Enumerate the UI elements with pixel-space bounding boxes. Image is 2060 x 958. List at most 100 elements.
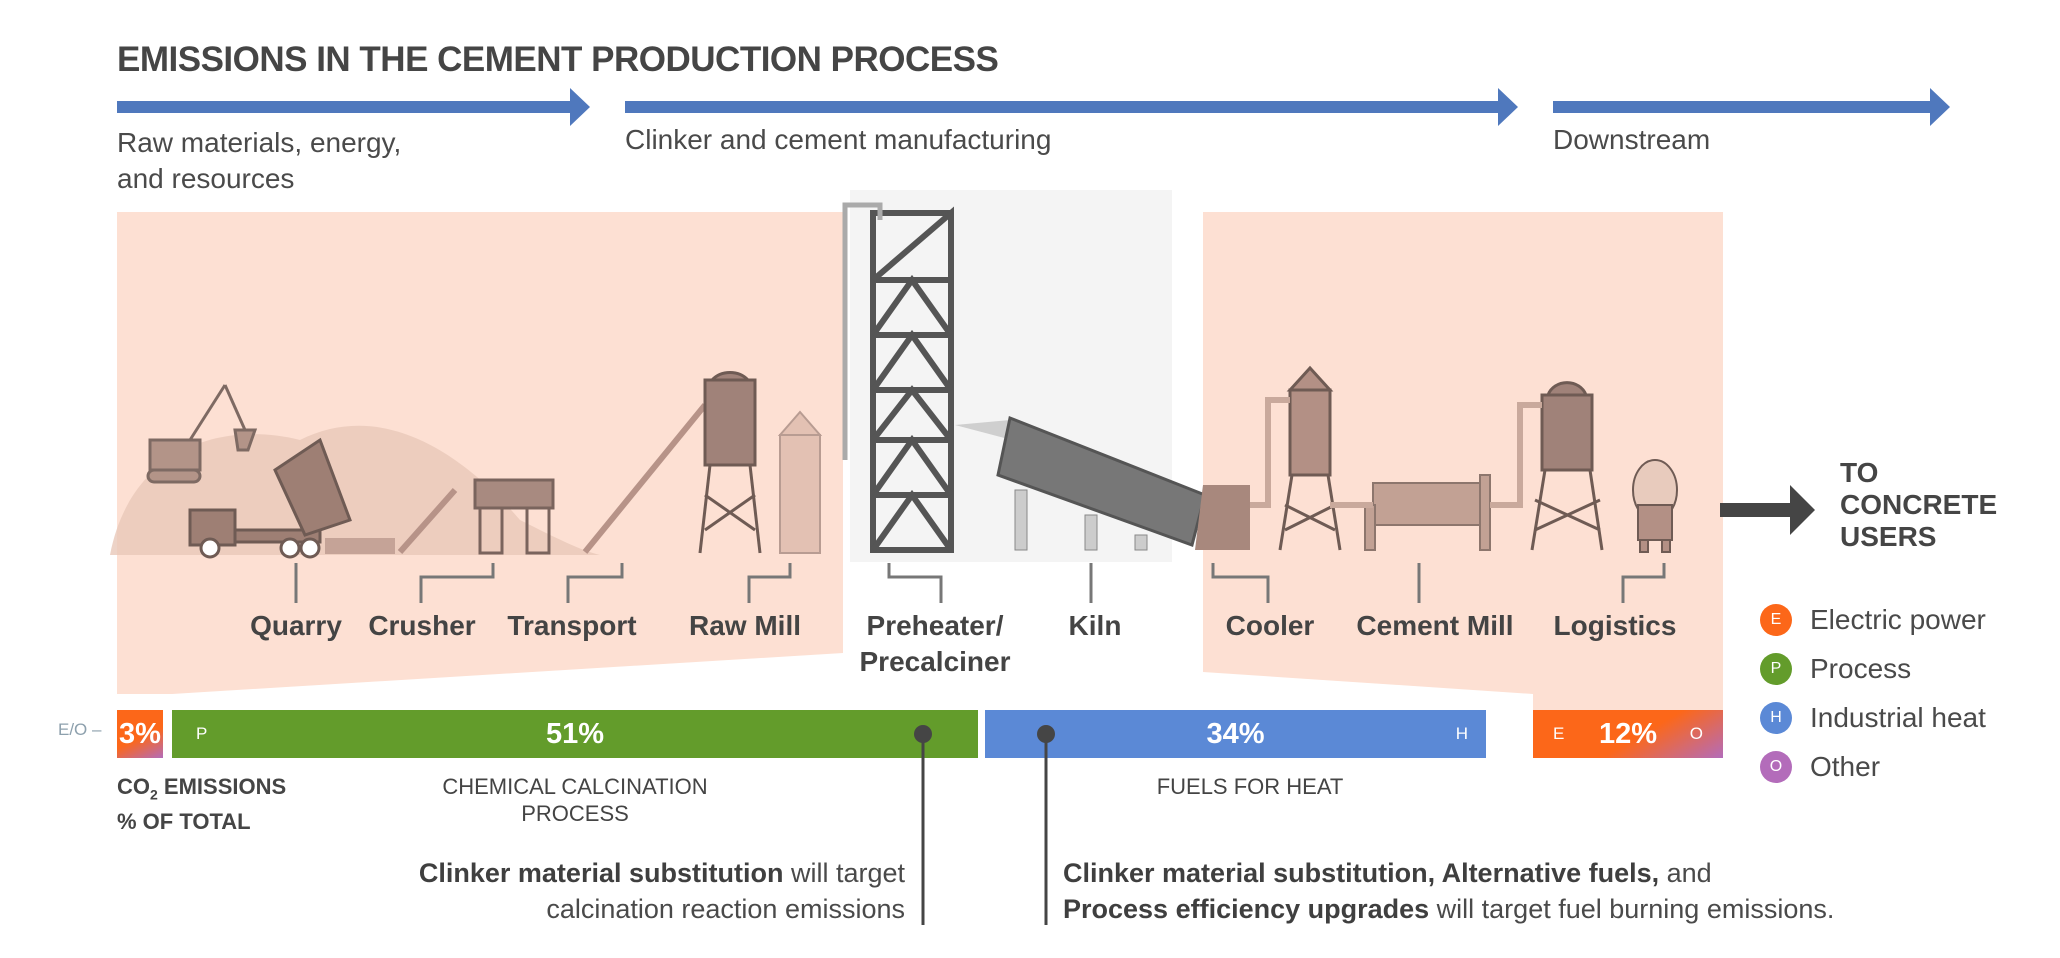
- stage-arrows: [117, 88, 1950, 126]
- stage-arrow-raw-materials: [117, 88, 590, 126]
- bar-segment-process: P 51%: [172, 710, 978, 758]
- dump-truck-illustration: [188, 437, 352, 559]
- legend-label: Electric power: [1810, 604, 1986, 635]
- other-letter: O: [1689, 724, 1703, 743]
- annotation-bold: Clinker material substitution: [418, 858, 784, 888]
- step-label-logistics: Logistics: [1553, 610, 1677, 641]
- bar-value-label: 51%: [545, 717, 605, 750]
- stage-label-line: Raw materials, energy,: [117, 127, 402, 158]
- cooler-pipe-illustration: [1250, 397, 1290, 508]
- page-title: EMISSIONS IN THE CEMENT PRODUCTION PROCE…: [117, 40, 999, 79]
- cooler-silo-illustration: [1278, 365, 1342, 551]
- cement-silo-illustration: [1530, 381, 1604, 551]
- stage-arrow-manufacturing: [625, 88, 1518, 126]
- hopper-illustration: [325, 538, 395, 554]
- raw-mill-illustration: [698, 371, 762, 554]
- eo-prefix-label: E/O –: [58, 720, 102, 739]
- process-caption-line: PROCESS: [521, 801, 629, 826]
- to-users-line: USERS: [1840, 521, 1937, 552]
- legend-label: Other: [1810, 751, 1881, 782]
- step-label-line: Preheater/: [866, 610, 1004, 641]
- stage-label-downstream: Downstream: [1553, 124, 1711, 155]
- legend-label: Industrial heat: [1810, 702, 1986, 733]
- electric-letter: E: [1553, 724, 1565, 743]
- annotation-fuel-burning: Clinker material substitution, Alternati…: [1063, 855, 1834, 927]
- legend-item-process: P Process: [1760, 653, 1911, 685]
- legend-item-electric: E Electric power: [1760, 604, 1986, 636]
- region-raw-materials: [117, 212, 843, 694]
- step-label-cooler: Cooler: [1225, 610, 1315, 641]
- legend-label: Process: [1810, 653, 1912, 684]
- step-label-crusher: Crusher: [368, 610, 476, 641]
- crusher-illustration: [473, 478, 555, 555]
- legend-item-heat: H Industrial heat: [1760, 702, 1986, 734]
- to-users-line: TO: [1840, 457, 1879, 488]
- heat-caption: FUELS FOR HEAT: [1156, 774, 1344, 799]
- to-users-line: CONCRETE: [1840, 489, 1998, 520]
- excavator-illustration: [146, 384, 258, 484]
- connector-preheater: [887, 563, 943, 603]
- stage-label-line: and resources: [117, 163, 295, 194]
- bar-value-label: 3%: [119, 717, 161, 750]
- co2-subscript: 2: [150, 786, 158, 803]
- kiln-illustration: [955, 415, 1207, 551]
- region-downstream: [1203, 212, 1723, 710]
- annotation-bold: Clinker material substitution, Alternati…: [1063, 858, 1660, 888]
- co2-text-rest: EMISSIONS: [157, 774, 287, 799]
- to-users-arrow-icon: [1720, 485, 1815, 535]
- step-label-line: Precalciner: [859, 646, 1011, 677]
- stage-label-raw-materials: Raw materials, energy, and resources: [117, 125, 401, 197]
- process-caption-line: CHEMICAL CALCINATION: [442, 774, 708, 799]
- silo-pipe-illustration: [1490, 402, 1542, 508]
- connector-crusher: [419, 563, 495, 603]
- heat-letter: H: [1455, 724, 1468, 743]
- step-label-cement-mill: Cement Mill: [1356, 610, 1514, 641]
- raw-mill-silo-illustration: [777, 410, 823, 554]
- annotation-line: calcination reaction emissions: [546, 894, 905, 924]
- stage-label-manufacturing: Clinker and cement manufacturing: [625, 124, 1052, 155]
- step-label-kiln: Kiln: [1068, 610, 1122, 641]
- annotation-text: and: [1659, 858, 1712, 888]
- legend-process-icon: P: [1760, 653, 1792, 685]
- connector-cooler: [1211, 563, 1270, 603]
- connector-raw-mill: [747, 563, 792, 603]
- annotation-line: Clinker material substitution, Alternati…: [1063, 855, 1834, 891]
- co2-text: CO: [117, 774, 150, 799]
- connector-logistics: [1621, 563, 1666, 603]
- annotation-line: Clinker material substitution will targe…: [419, 855, 905, 891]
- preheater-duct-illustration: [842, 202, 883, 460]
- conveyor-illustration: [582, 403, 708, 554]
- bar-segment-eo-start: 3%: [117, 710, 163, 758]
- annotation-calcination: Clinker material substitution will targe…: [419, 855, 905, 927]
- preheater-tower-illustration: [870, 206, 954, 553]
- process-letter: P: [196, 724, 208, 743]
- legend-other-icon: O: [1760, 751, 1792, 783]
- conveyor-illustration: [397, 488, 458, 554]
- step-label-preheater: Preheater/ Precalciner: [850, 608, 1020, 680]
- co2-caption: CO2 EMISSIONS % OF TOTAL: [117, 773, 286, 835]
- process-caption: CHEMICAL CALCINATION PROCESS: [375, 773, 775, 827]
- legend-electric-icon: E: [1760, 604, 1792, 636]
- legend-item-other: O Other: [1760, 751, 1880, 783]
- connector-transport: [566, 563, 624, 603]
- step-label-raw-mill: Raw Mill: [688, 610, 801, 641]
- step-label-transport: Transport: [507, 610, 637, 641]
- annotation-text: will target: [783, 858, 905, 888]
- bar-segment-heat: 34% H: [985, 710, 1486, 758]
- annotation-text: will target fuel burning emissions.: [1429, 894, 1835, 924]
- bar-value-label: 12%: [1598, 717, 1658, 750]
- step-label-quarry: Quarry: [250, 610, 342, 641]
- bar-value-label: 34%: [1206, 717, 1265, 750]
- co2-caption-line1: CO2 EMISSIONS: [117, 773, 286, 808]
- annotation-line: Process efficiency upgrades will target …: [1063, 891, 1834, 927]
- annotation-bold: Process efficiency upgrades: [1063, 894, 1430, 924]
- logistics-truck-illustration: [1632, 459, 1678, 553]
- stage-arrow-downstream: [1553, 88, 1950, 126]
- legend-heat-icon: H: [1760, 702, 1792, 734]
- to-concrete-users-label: TO CONCRETE USERS: [1840, 457, 1997, 553]
- co2-caption-line2: % OF TOTAL: [117, 809, 251, 835]
